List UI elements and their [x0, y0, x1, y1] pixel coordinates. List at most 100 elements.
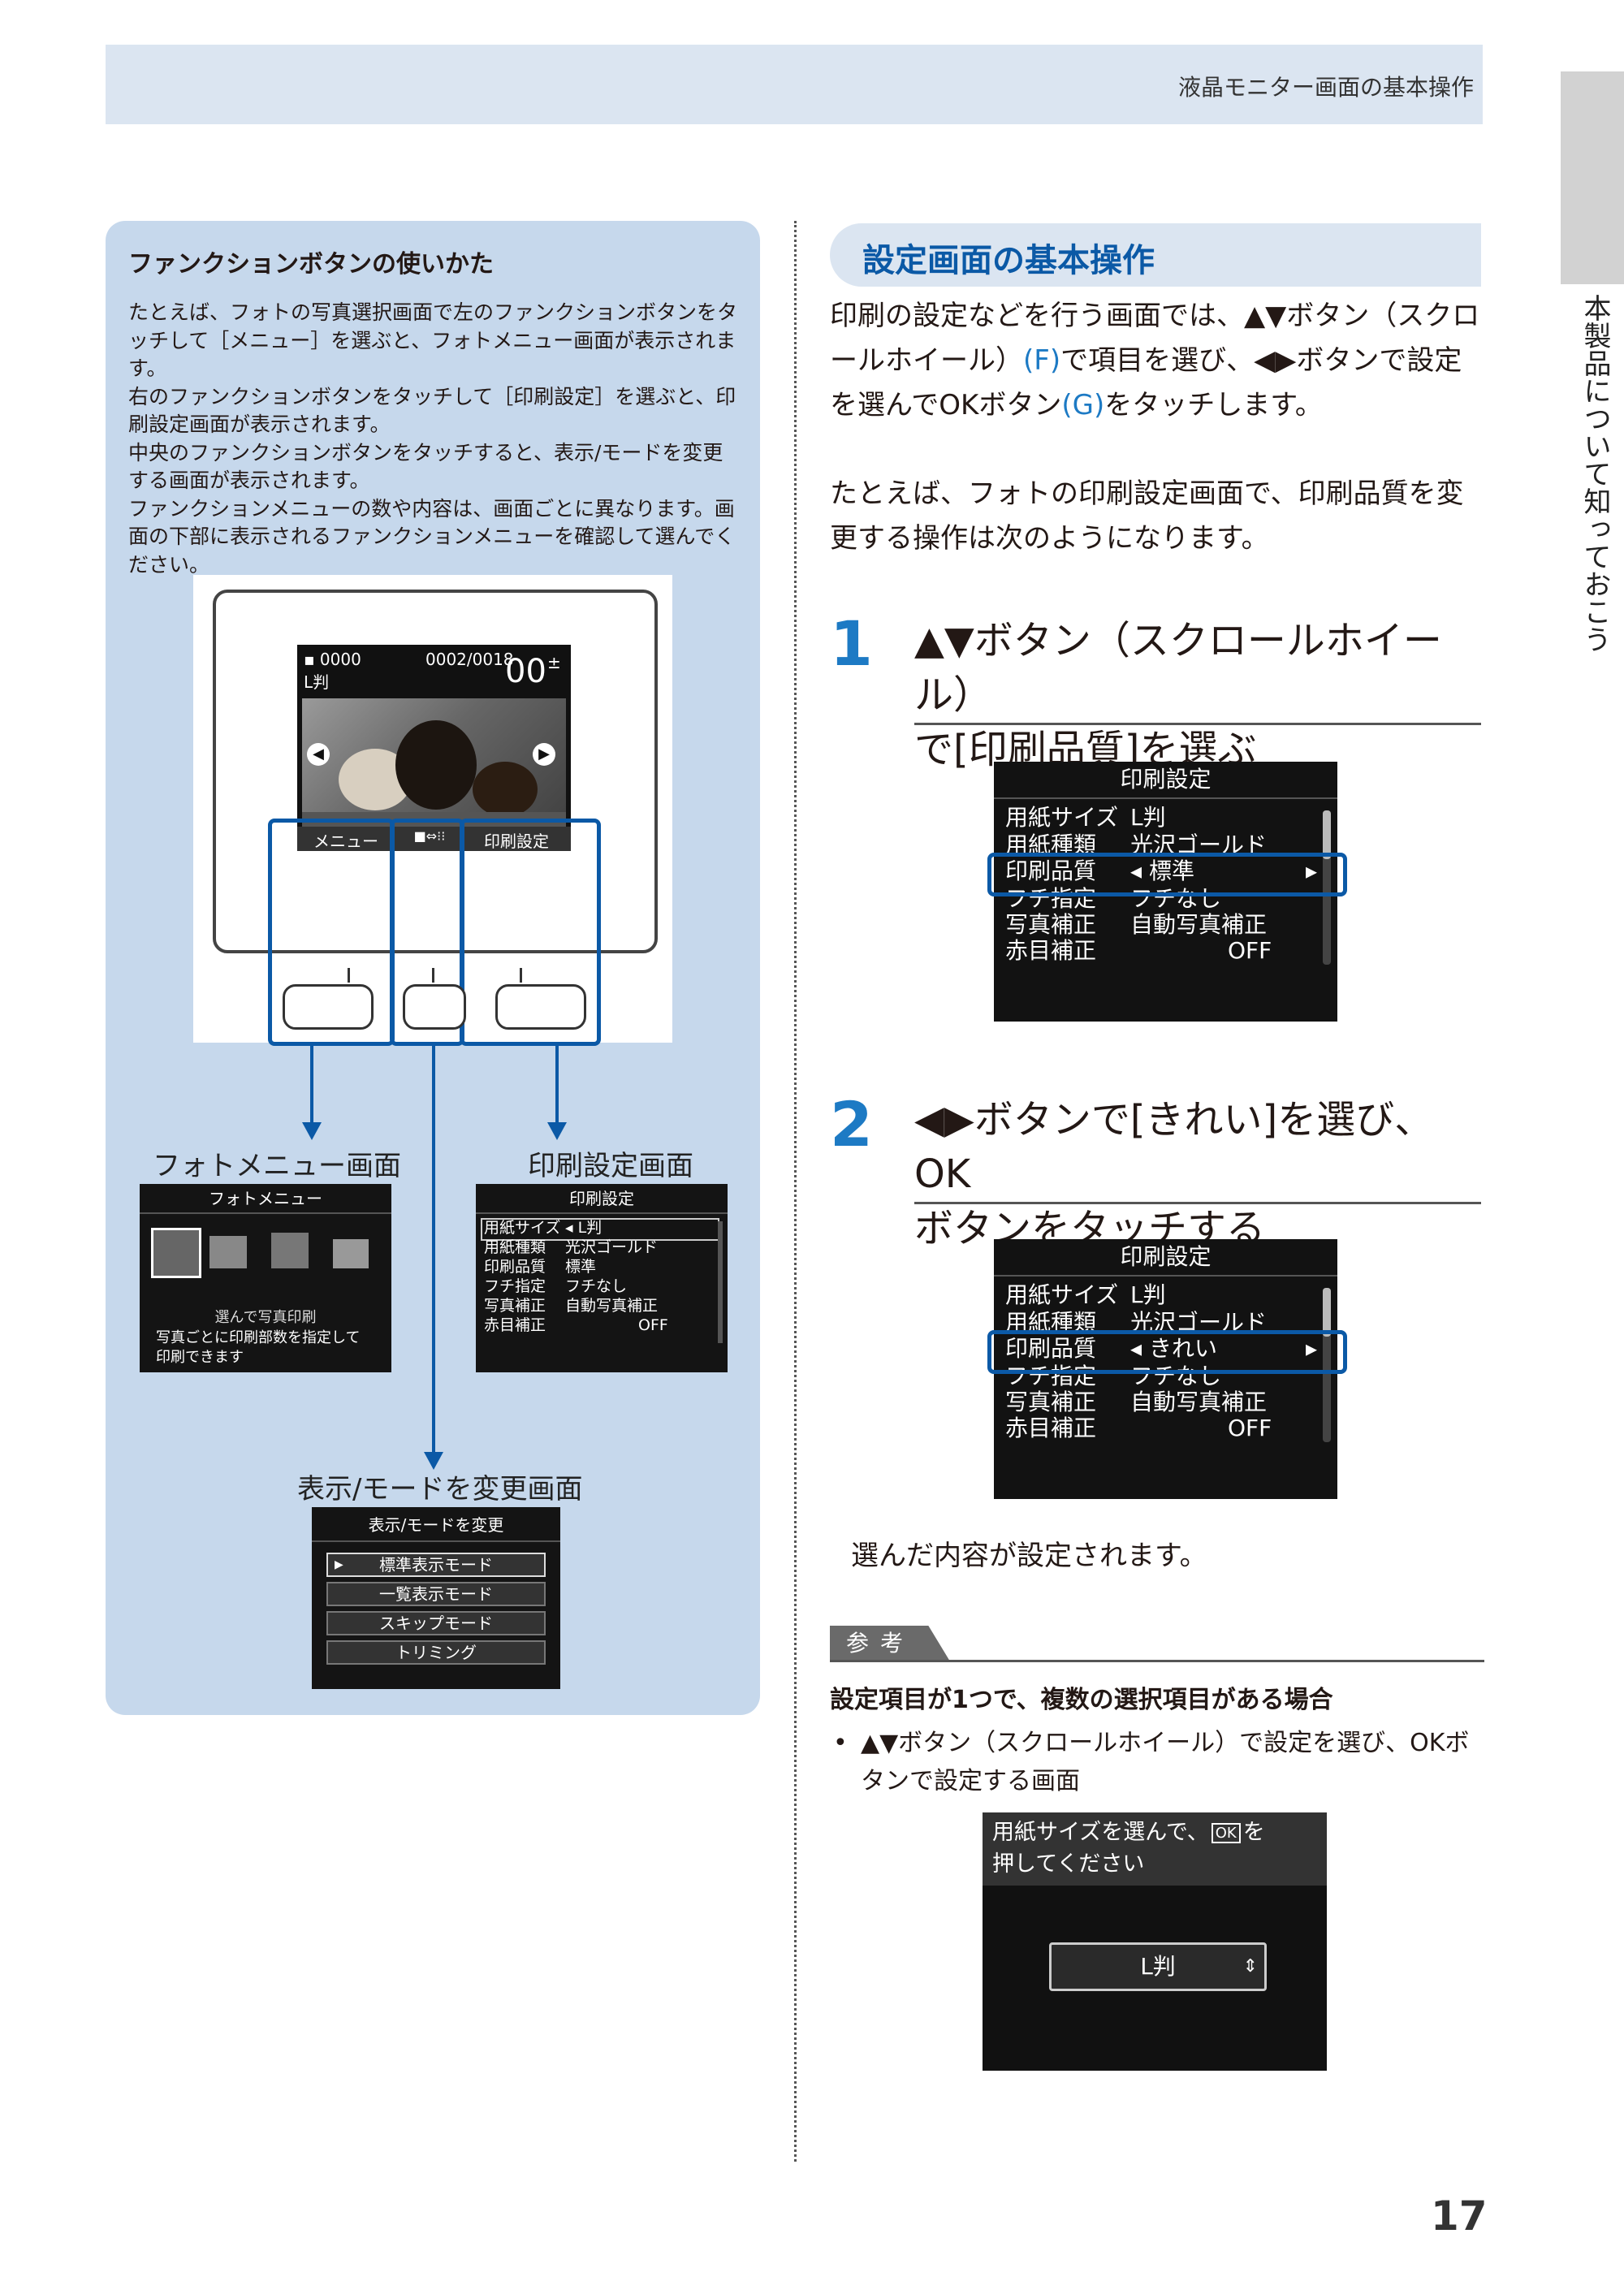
settings-row-key: 印刷品質 — [1005, 1335, 1097, 1362]
header-band — [106, 45, 1483, 124]
settings-row[interactable]: 赤目補正 OFF — [1005, 1415, 1322, 1442]
photo-menu-desc-line: 写真ごとに印刷部数を指定して — [156, 1329, 361, 1346]
print-settings-label: 印刷設定画面 — [528, 1150, 693, 1182]
step-1-title-line: ▲▼ボタン（スクロールホイール） — [914, 618, 1442, 719]
left-function-button[interactable] — [283, 984, 374, 1030]
step-2-number: 2 — [830, 1088, 873, 1160]
photo-print-icon — [151, 1228, 201, 1278]
settings-row-key: 赤目補正 — [1005, 1415, 1097, 1441]
lcd-func-print-settings: 印刷設定 — [484, 832, 549, 851]
settings-row[interactable]: 写真補正 自動写真補正 — [484, 1296, 711, 1315]
arrow-line-center — [432, 1044, 435, 1455]
intro-paragraph-2: たとえば、フォトの印刷設定画面で、印刷品質を変更する操作は次のようになります。 — [830, 477, 1464, 555]
intro-paragraph-1: 印刷の設定などを行う画面では、▲▼ボタン（スクロールホイール）(F)で項目を選び… — [830, 294, 1484, 428]
button-tick — [348, 968, 350, 983]
settings-row[interactable]: 印刷品質◂ 標準▸ — [1005, 858, 1322, 885]
settings-row[interactable]: 印刷品質標準 — [484, 1257, 711, 1277]
arrow-line-left — [310, 1044, 313, 1125]
center-function-button[interactable] — [403, 984, 466, 1030]
panel-paragraph: 右のファンクションボタンをタッチして［印刷設定］を選ぶと、印刷設定画面が表示され… — [128, 384, 736, 437]
step-2-title-line: ◀▶ボタンで[きれい]を選び、OK — [914, 1097, 1434, 1198]
settings-row[interactable]: フチ指定 フチなし — [1005, 1363, 1322, 1390]
settings-row-value: 自動写真補正 — [1130, 911, 1268, 938]
intro-text-part: 印刷の設定などを行う画面では、▲▼ボタン（スクロールホイール） — [830, 300, 1480, 378]
paper-size-selector[interactable]: L判 ⇕ — [1049, 1942, 1267, 1991]
right-arrow-icon: ▸ — [1306, 858, 1318, 884]
display-mode-title: 表示/モードを変更 — [312, 1512, 560, 1542]
settings-row[interactable]: 用紙サイズ L判 — [1005, 804, 1322, 832]
settings-row[interactable]: 写真補正自動写真補正 — [1005, 911, 1322, 939]
settings-row-value: 光沢ゴールド — [565, 1238, 659, 1256]
settings-row-value: 自動写真補正 — [1130, 1389, 1268, 1415]
paper-size-screen-header — [983, 1812, 1327, 1886]
photo-menu-screen — [140, 1184, 391, 1372]
photo-menu-title: フォトメニュー — [140, 1186, 391, 1214]
dog-photo-illustration — [302, 720, 566, 838]
screen-title: 印刷設定 — [994, 1239, 1337, 1277]
lcd-function-bar — [297, 827, 571, 851]
settings-row[interactable]: フチ指定フチなし — [1005, 885, 1322, 913]
settings-row-value: フチなし — [565, 1277, 628, 1295]
scrollbar — [1323, 1288, 1331, 1442]
scrollbar-thumb — [1323, 810, 1331, 859]
right-function-button[interactable] — [495, 984, 586, 1030]
instruction-text: 用紙サイズを選んで、 — [992, 1820, 1209, 1845]
settings-row-value: OFF — [1228, 937, 1272, 964]
settings-row-key: 写真補正 — [484, 1297, 546, 1315]
panel-body: たとえば、フォトの写真選択画面で左のファンクションボタンをタッチして［メニュー］… — [128, 299, 739, 579]
reference-bullet: ▲▼ボタン（スクロールホイール）で設定を選び、OKボタンで設定する画面 — [830, 1725, 1484, 1800]
right-arrow-icon: ▸ — [1306, 1335, 1318, 1362]
display-mode-item[interactable]: 一覧表示モード — [326, 1582, 546, 1606]
display-mode-item[interactable]: スキップモード — [326, 1611, 546, 1635]
settings-row[interactable]: 用紙種類 光沢ゴールド — [484, 1238, 711, 1257]
settings-row[interactable]: 写真補正自動写真補正 — [1005, 1389, 1322, 1416]
display-mode-item[interactable]: ▶標準表示モード — [326, 1553, 546, 1577]
settings-row-key: フチ指定 — [1005, 1363, 1097, 1389]
settings-row-value: OFF — [1228, 1415, 1272, 1441]
photo-menu-desc-line: 印刷できます — [156, 1349, 244, 1366]
display-mode-label: 表示/モードを変更画面 — [297, 1473, 583, 1506]
step-1-title: ▲▼ボタン（スクロールホイール） で[印刷品質]を選ぶ — [914, 614, 1475, 778]
selected-row-highlight — [987, 1330, 1347, 1374]
ok-button-icon: OK — [1211, 1822, 1241, 1843]
settings-row-value: フチなし — [1130, 1363, 1222, 1389]
intro-text-part: をタッチします。 — [1104, 389, 1323, 422]
arrow-down-icon — [302, 1122, 322, 1140]
settings-row-key: 用紙サイズ — [484, 1219, 561, 1237]
lcd-counter: 0002/0018 — [425, 650, 514, 669]
settings-row-value: 自動写真補正 — [565, 1297, 659, 1315]
ref-label-f: (F) — [1023, 344, 1061, 378]
settings-row[interactable]: フチ指定 フチなし — [484, 1277, 711, 1296]
up-down-icon[interactable]: ⇕ — [1242, 1956, 1258, 1976]
instruction-line: 押してください — [992, 1851, 1145, 1877]
reference-tag: 参考 — [830, 1626, 950, 1661]
step-2-rule — [914, 1202, 1481, 1204]
column-divider — [794, 221, 797, 2162]
settings-row-value: ◂ L判 — [565, 1219, 603, 1237]
page-header-title: 液晶モニター画面の基本操作 — [1177, 74, 1474, 101]
settings-row-value: OFF — [638, 1316, 668, 1334]
settings-row[interactable]: 印刷品質◂ きれい▸ — [1005, 1335, 1322, 1363]
scrollbar — [718, 1221, 723, 1343]
settings-row-value: L判 — [1130, 804, 1166, 831]
settings-row[interactable]: 用紙サイズ◂ L判 — [484, 1218, 711, 1238]
menu-icon — [271, 1233, 309, 1268]
settings-row-key: フチ指定 — [484, 1277, 546, 1295]
settings-row-value: フチなし — [1130, 885, 1222, 912]
settings-row-key: 用紙種類 — [484, 1238, 546, 1256]
photo-menu-label: フォトメニュー画面 — [153, 1150, 401, 1182]
cursor-arrow-icon: ▶ — [335, 1558, 343, 1571]
lcd-copies: 00 — [505, 653, 546, 690]
step-1-number: 1 — [830, 607, 873, 680]
photo-menu-caption: 選んで写真印刷 — [214, 1309, 317, 1326]
scrollbar-thumb — [1323, 1288, 1331, 1337]
settings-row-key: 用紙サイズ — [1005, 804, 1119, 831]
display-mode-item[interactable]: トリミング — [326, 1640, 546, 1665]
lcd-left-arrow-icon: ◀ — [307, 743, 330, 766]
